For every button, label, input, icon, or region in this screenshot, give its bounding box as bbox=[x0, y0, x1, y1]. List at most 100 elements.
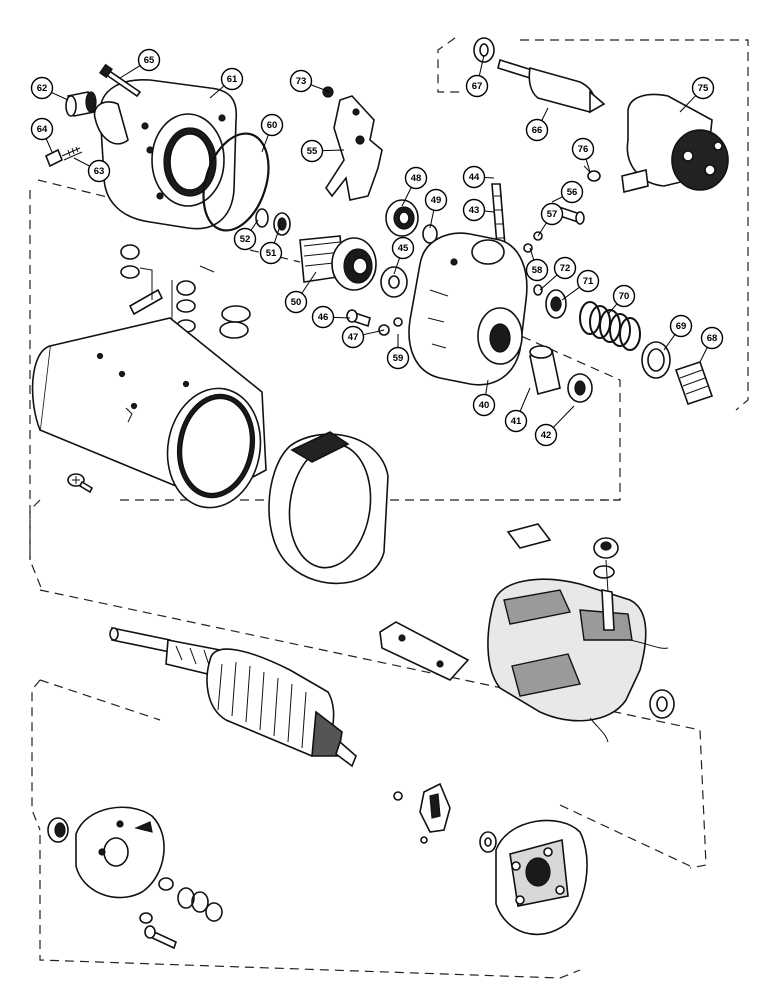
o-ring-60 bbox=[202, 132, 270, 232]
field-coil bbox=[487, 559, 669, 743]
callout-number: 49 bbox=[431, 195, 442, 206]
spring-70 bbox=[579, 301, 641, 351]
rings-52-51 bbox=[255, 208, 291, 236]
callout-48: 48 bbox=[401, 166, 428, 207]
washer-67 bbox=[473, 37, 495, 63]
callout-69: 69 bbox=[663, 314, 693, 351]
leader-line bbox=[663, 334, 676, 351]
leader-line bbox=[273, 225, 281, 244]
leader-line bbox=[519, 387, 531, 412]
callout-circle bbox=[87, 159, 111, 183]
washer-47-59 bbox=[378, 317, 403, 336]
callout-73: 73 bbox=[289, 69, 331, 93]
pole-shoe bbox=[379, 621, 470, 681]
leader-line bbox=[301, 271, 317, 294]
leader-line bbox=[478, 54, 485, 76]
bushing-frame bbox=[649, 689, 675, 719]
leader-line bbox=[401, 187, 412, 207]
ring-49 bbox=[422, 224, 438, 244]
callout-71: 71 bbox=[561, 269, 600, 301]
field-frame bbox=[31, 317, 267, 509]
cover-band bbox=[268, 431, 389, 585]
callout-63: 63 bbox=[73, 157, 111, 183]
bearing-48 bbox=[385, 199, 419, 237]
callout-number: 70 bbox=[619, 291, 630, 302]
callout-43: 43 bbox=[462, 198, 495, 222]
callout-circle bbox=[540, 202, 564, 226]
callout-circle bbox=[462, 198, 486, 222]
callout-number: 76 bbox=[578, 144, 589, 155]
clip-72 bbox=[533, 284, 543, 296]
leader-line bbox=[607, 303, 618, 315]
callout-circle bbox=[404, 166, 428, 190]
screw-76 bbox=[583, 165, 601, 182]
callout-59: 59 bbox=[386, 334, 410, 370]
callout-51: 51 bbox=[259, 225, 283, 265]
callout-70: 70 bbox=[607, 284, 636, 315]
callout-75: 75 bbox=[679, 76, 715, 113]
callout-number: 67 bbox=[472, 81, 483, 92]
callout-number: 60 bbox=[267, 120, 278, 131]
leader-line bbox=[73, 157, 90, 167]
leader-line bbox=[310, 84, 331, 93]
callout-72: 72 bbox=[539, 256, 577, 291]
commutator-end-plate bbox=[479, 819, 588, 936]
sleeve-41 bbox=[529, 345, 561, 395]
leader-line bbox=[333, 316, 351, 319]
bolt-65 bbox=[99, 63, 142, 98]
callout-number: 72 bbox=[560, 263, 571, 274]
leader-line bbox=[561, 286, 580, 301]
brush-holder bbox=[393, 782, 451, 844]
callout-circle bbox=[259, 241, 283, 265]
callout-circle bbox=[233, 227, 257, 251]
callout-number: 43 bbox=[469, 205, 480, 216]
callout-number: 40 bbox=[479, 400, 490, 411]
callout-circle bbox=[300, 139, 324, 163]
callout-circle bbox=[386, 346, 410, 370]
callout-number: 73 bbox=[296, 76, 307, 87]
callout-circle bbox=[525, 118, 549, 142]
callout-circle bbox=[669, 314, 693, 338]
insulator-pad bbox=[506, 523, 552, 549]
end-hardware bbox=[139, 877, 223, 950]
callout-49: 49 bbox=[424, 188, 448, 229]
armature bbox=[109, 627, 357, 768]
leader-line bbox=[51, 91, 69, 101]
leader-line bbox=[552, 405, 575, 428]
callout-42: 42 bbox=[534, 405, 575, 447]
washer-45 bbox=[380, 266, 408, 298]
callout-circle bbox=[30, 117, 54, 141]
callout-number: 63 bbox=[94, 166, 105, 177]
callout-number: 64 bbox=[37, 124, 48, 135]
drive-end-housing-40 bbox=[408, 232, 528, 386]
screw-46 bbox=[346, 309, 371, 328]
callout-number: 55 bbox=[307, 146, 318, 157]
leader-line bbox=[45, 138, 53, 153]
callout-circle bbox=[341, 325, 365, 349]
callout-circle bbox=[30, 76, 54, 100]
callout-57: 57 bbox=[537, 202, 564, 237]
callout-44: 44 bbox=[462, 165, 495, 189]
drive-housing bbox=[93, 79, 238, 230]
callout-circle bbox=[424, 188, 448, 212]
callout-number: 75 bbox=[698, 83, 709, 94]
callout-circle bbox=[391, 236, 415, 260]
callout-46: 46 bbox=[311, 305, 351, 329]
callout-circle bbox=[284, 290, 308, 314]
callout-number: 44 bbox=[469, 172, 480, 183]
callout-circle bbox=[260, 113, 284, 137]
callout-65: 65 bbox=[119, 48, 161, 79]
plunger-66 bbox=[497, 58, 606, 114]
callout-circle bbox=[472, 393, 496, 417]
leader-line bbox=[485, 379, 489, 395]
leader-line bbox=[679, 95, 697, 113]
callout-number: 45 bbox=[398, 243, 409, 254]
callout-circle bbox=[700, 326, 724, 350]
callout-47: 47 bbox=[341, 325, 385, 349]
callout-number: 41 bbox=[511, 416, 522, 427]
drive-pinion-50 bbox=[299, 235, 377, 291]
callout-number: 58 bbox=[532, 265, 543, 276]
leader-line bbox=[322, 149, 345, 152]
leader-line bbox=[119, 65, 141, 79]
